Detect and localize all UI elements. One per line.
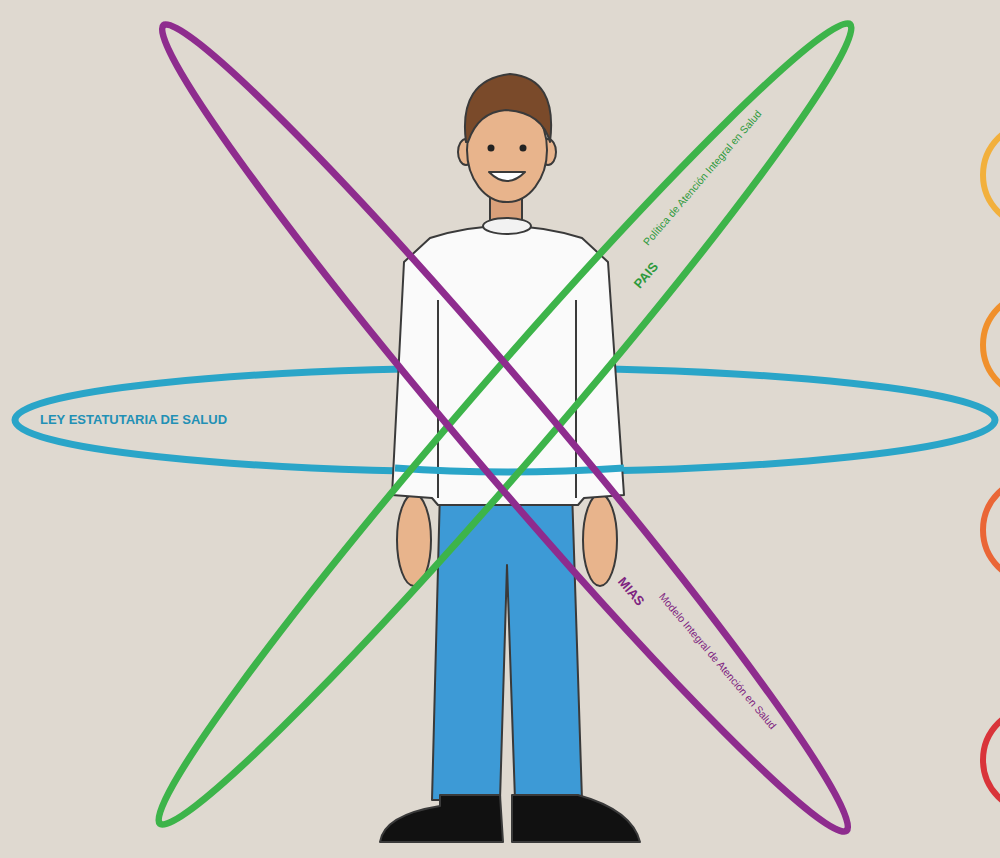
ring-acronym: PAIS [631, 260, 661, 292]
hand [583, 494, 617, 586]
ring-ellipse [128, 0, 882, 851]
shoe [512, 795, 640, 842]
ring-label: LEY ESTATUTARIA DE SALUD [40, 413, 227, 427]
ring-label: Modelo Integral de Atención en Salud [656, 591, 778, 732]
smile [489, 172, 525, 181]
edge-circle [983, 478, 1000, 582]
edge-circle [983, 123, 1000, 227]
ring-ellipse [131, 0, 878, 858]
shoe [380, 795, 503, 842]
edge-circle [983, 708, 1000, 812]
ring-acronym: MIAS [615, 575, 647, 609]
eye [520, 145, 527, 152]
eye [488, 145, 495, 152]
ring-label: Política de Atención Integral en Salud [641, 108, 764, 248]
hair [465, 74, 551, 142]
collar [483, 218, 531, 234]
jeans [432, 490, 582, 800]
edge-circle [983, 293, 1000, 397]
